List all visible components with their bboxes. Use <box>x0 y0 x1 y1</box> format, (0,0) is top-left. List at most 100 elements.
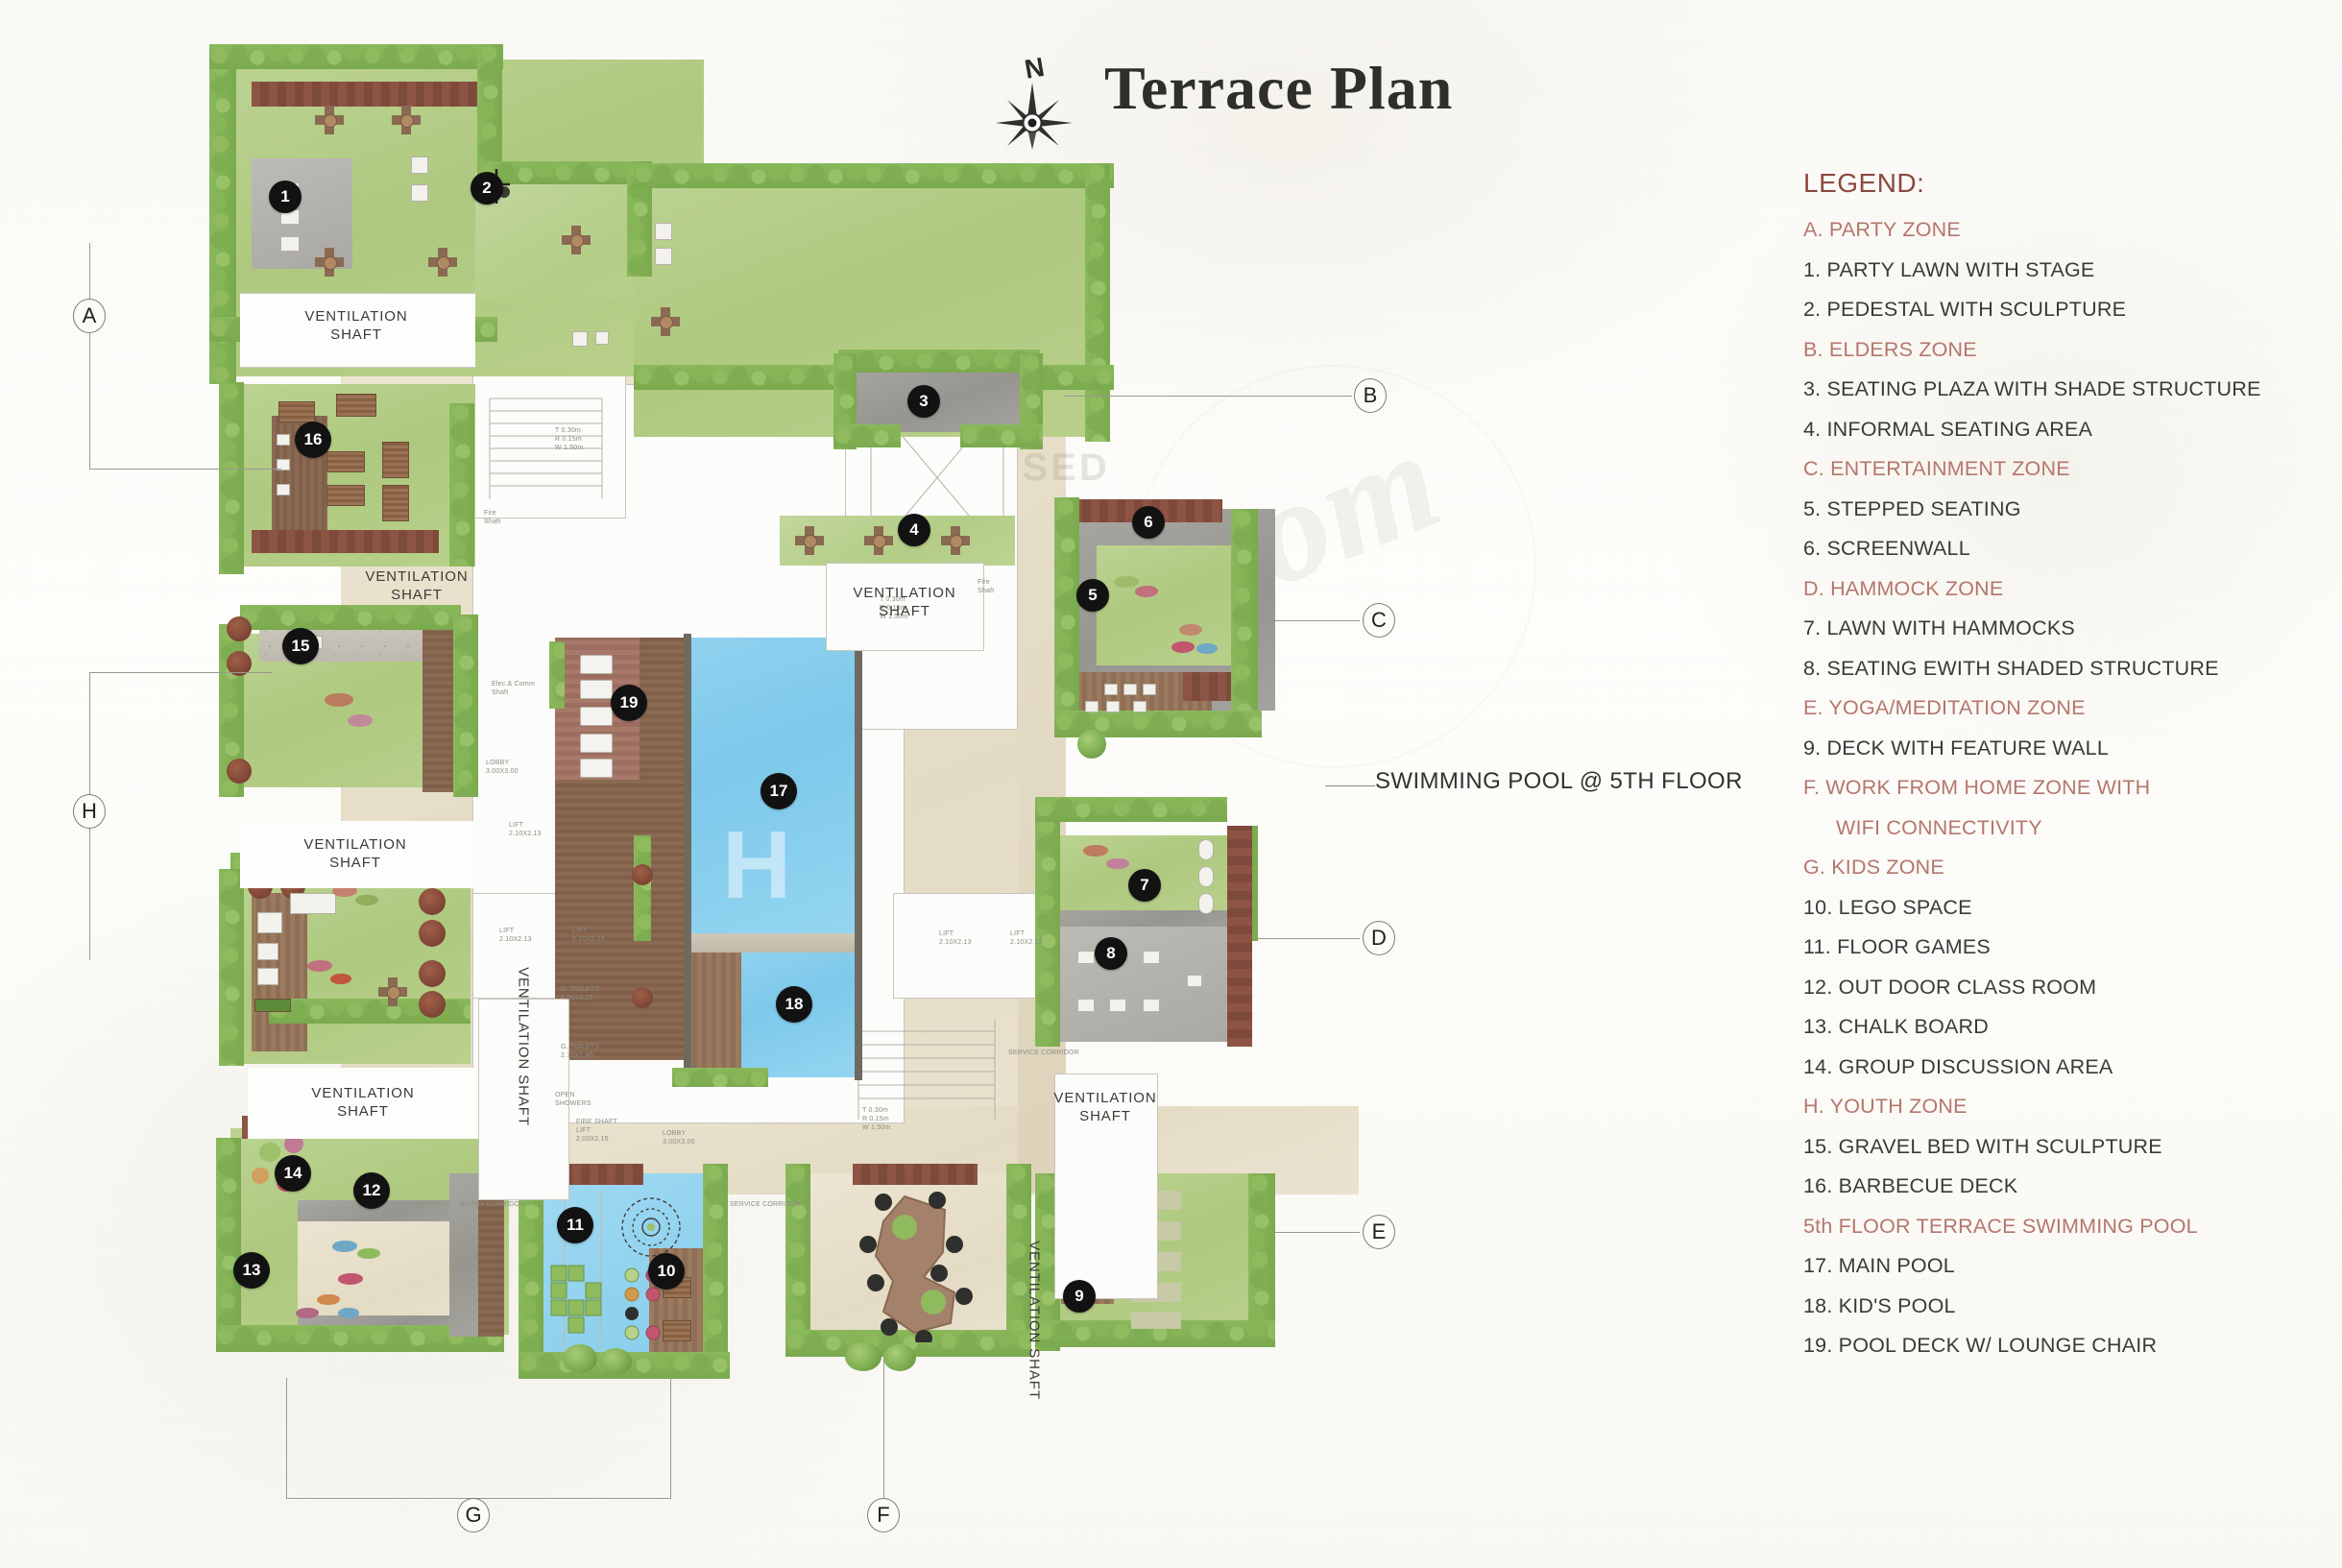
chalk-blob-1 <box>259 1143 280 1162</box>
plan-marker-9: 9 <box>1063 1280 1096 1313</box>
zone-callout-F: F <box>867 1498 900 1532</box>
bbq-bench-6 <box>382 485 409 521</box>
chalk-deck-edge <box>475 1173 504 1337</box>
zone-callout-D: D <box>1363 921 1395 955</box>
class-blob-4 <box>330 974 351 984</box>
legend-item: 16. BARBECUE DECK <box>1803 1174 2018 1197</box>
core-text-lobby: LOBBY 3.00X3.00 <box>663 1130 695 1146</box>
hedge-party-east-north <box>634 163 1114 188</box>
legend-item: 5th FLOOR TERRACE SWIMMING POOL <box>1803 1214 2198 1238</box>
plan-marker-14: 14 <box>275 1155 311 1192</box>
core-text-stair-dims-2: T 0.30m R 0.15m W 1.50m <box>880 596 908 620</box>
pool-brand-mark: H <box>722 811 792 919</box>
legend-item: D. HAMMOCK ZONE <box>1803 576 2004 600</box>
ent-blob-3 <box>1179 624 1202 636</box>
legend-item: 7. LAWN WITH HAMMOCKS <box>1803 616 2075 639</box>
leader-D <box>1258 938 1360 939</box>
core-text-corridor-2: SERVICE CORRIDOR <box>730 1201 801 1208</box>
plan-marker-19: 19 <box>611 685 647 721</box>
plan-marker-4: 4 <box>898 514 930 546</box>
plan-marker-16: 16 <box>295 422 331 458</box>
leader-E <box>1275 1232 1360 1233</box>
leader-G-v2 <box>286 1378 287 1499</box>
tree-wfh-2 <box>883 1344 916 1371</box>
zone-callout-A: A <box>73 299 106 333</box>
class-blob-3 <box>307 960 332 972</box>
core-text-lift-1: LIFT 2.10X2.13 <box>509 822 542 837</box>
zone-callout-H: H <box>73 794 106 829</box>
planter-wfh <box>853 1164 978 1185</box>
hedge-bbq-east <box>449 403 474 567</box>
planter-gravel-2 <box>227 651 252 676</box>
core-text-lift-2: LIFT 2.10X2.13 <box>499 928 532 943</box>
legend-item: 10. LEGO SPACE <box>1803 895 1972 919</box>
bbq-bench-4 <box>326 485 365 506</box>
core-text-stair-dims-3: T 0.30m R 0.15m W 1.50m <box>555 427 584 451</box>
chalkboard-wall <box>298 1200 480 1221</box>
planter-class-3 <box>419 888 446 915</box>
ent-seat-4 <box>1085 701 1099 712</box>
pool-divider-wall <box>688 933 858 954</box>
ent-seat-6 <box>1133 701 1147 712</box>
main-pool: H <box>688 638 858 935</box>
leader-G-v <box>670 1378 671 1499</box>
party-table-1 <box>315 106 344 134</box>
chalk-blob-2 <box>284 1135 303 1153</box>
legend-item: 1. PARTY LAWN WITH STAGE <box>1803 257 2095 281</box>
legend-item: 15. GRAVEL BED WITH SCULPTURE <box>1803 1134 2162 1158</box>
legend-item: 5. STEPPED SEATING <box>1803 496 2021 520</box>
chalk-blob-10 <box>338 1308 359 1318</box>
tree-wfh-1 <box>845 1342 881 1371</box>
vent-shaft-block-2 <box>240 821 475 888</box>
party-seat-2 <box>411 184 428 202</box>
plan-marker-5: 5 <box>1076 579 1109 612</box>
vent-label-8: VENTILATION SHAFT <box>1026 1241 1043 1400</box>
vent-label-6: VENTILATION SHAFT <box>1053 1090 1157 1124</box>
chalk-blob-3 <box>252 1168 269 1184</box>
legend-item: E. YOGA/MEDITATION ZONE <box>1803 696 2086 719</box>
legend-item: 3. SEATING PLAZA WITH SHADE STRUCTURE <box>1803 377 2261 400</box>
core-text-toilet-1: G. TOILETS 4.00X2.15 <box>561 986 600 1001</box>
plan-marker-2: 2 <box>471 172 503 205</box>
legend-item: 4. INFORMAL SEATING AREA <box>1803 417 2093 441</box>
class-table-2 <box>378 977 407 1006</box>
leader-A-v2 <box>89 243 90 316</box>
hedge-plaza-north <box>838 350 1040 373</box>
plan-marker-10: 10 <box>648 1253 685 1290</box>
legend-item: 13. CHALK BOARD <box>1803 1015 1989 1038</box>
class-blob-2 <box>355 895 378 905</box>
vent-label-2: VENTILATION SHAFT <box>365 568 469 603</box>
pool-note-leader <box>1325 785 1375 786</box>
legend-item: A. PARTY ZONE <box>1803 218 1961 241</box>
legend-item: 17. MAIN POOL <box>1803 1254 1955 1277</box>
plan-marker-12: 12 <box>353 1172 390 1209</box>
hedge-wfh-east <box>1006 1164 1031 1351</box>
gravel-deck-edge <box>423 624 457 792</box>
legend-item: WIFI CONNECTIVITY <box>1836 815 2042 839</box>
plan-marker-17: 17 <box>761 773 797 809</box>
hedge-gravel-east <box>453 615 478 797</box>
party-seat-6 <box>595 331 609 345</box>
bbq-grill-1 <box>277 434 290 446</box>
leader-B <box>1064 396 1352 397</box>
planter-class-4 <box>419 920 446 947</box>
leader-F <box>883 1354 884 1498</box>
party-seat-1 <box>411 157 428 174</box>
legend-item: 11. FLOOR GAMES <box>1803 935 1991 958</box>
bbq-bench-3 <box>326 451 365 472</box>
ent-blob-2 <box>1135 586 1158 597</box>
seat-8-4 <box>1077 999 1095 1012</box>
legend-item: H. YOUTH ZONE <box>1803 1095 1968 1118</box>
page-title: Terrace Plan <box>1104 54 1454 122</box>
planter-bed-party-1 <box>252 82 492 107</box>
legend-item: 12. OUT DOOR CLASS ROOM <box>1803 975 2097 999</box>
swimming-pool-note: SWIMMING POOL @ 5TH FLOOR <box>1375 768 1743 794</box>
vent-shaft-block-5 <box>1054 1073 1158 1299</box>
ent-blob-1 <box>1114 576 1139 588</box>
class-seat-3 <box>257 968 278 985</box>
hammock-3 <box>1198 893 1214 914</box>
core-text-elec-shaft: Elec.& Comm Shaft <box>492 681 535 696</box>
hedge-party-notch <box>477 161 650 184</box>
plan-marker-18: 18 <box>776 986 812 1023</box>
